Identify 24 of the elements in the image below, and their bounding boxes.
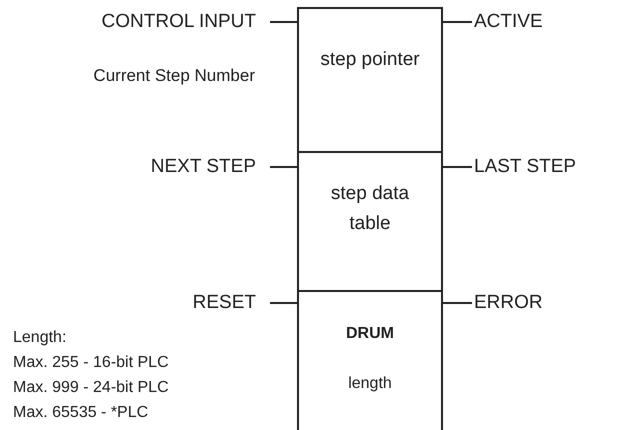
pin-line (270, 21, 297, 23)
output-pin-name: ACTIVE (472, 12, 543, 32)
input-pin-name: CONTROL INPUT (102, 12, 270, 32)
input-pin-name: RESET (192, 293, 270, 313)
pin-line (443, 302, 472, 304)
note-text: Max. 65535 - *PLC (13, 405, 148, 421)
output-pin-name: ERROR (472, 293, 543, 313)
output-pin-name: LAST STEP (472, 157, 576, 177)
block-section (297, 151, 443, 292)
pin-line (443, 21, 472, 23)
block-text: step data table (330, 182, 410, 236)
block-text: length (347, 374, 393, 394)
block-text: step pointer (319, 48, 421, 72)
block-title: DRUM (345, 324, 395, 344)
block-section (297, 7, 443, 153)
pin-line (270, 166, 297, 168)
block-section (297, 290, 443, 430)
pin-line (270, 302, 297, 304)
note-text: Current Step Number (93, 66, 255, 84)
note-text: Max. 999 - 24-bit PLC (13, 380, 169, 396)
input-pin-name: NEXT STEP (150, 157, 270, 177)
pin-line (443, 166, 472, 168)
note-text: Max. 255 - 16-bit PLC (13, 355, 169, 371)
note-text: Length: (13, 330, 66, 346)
